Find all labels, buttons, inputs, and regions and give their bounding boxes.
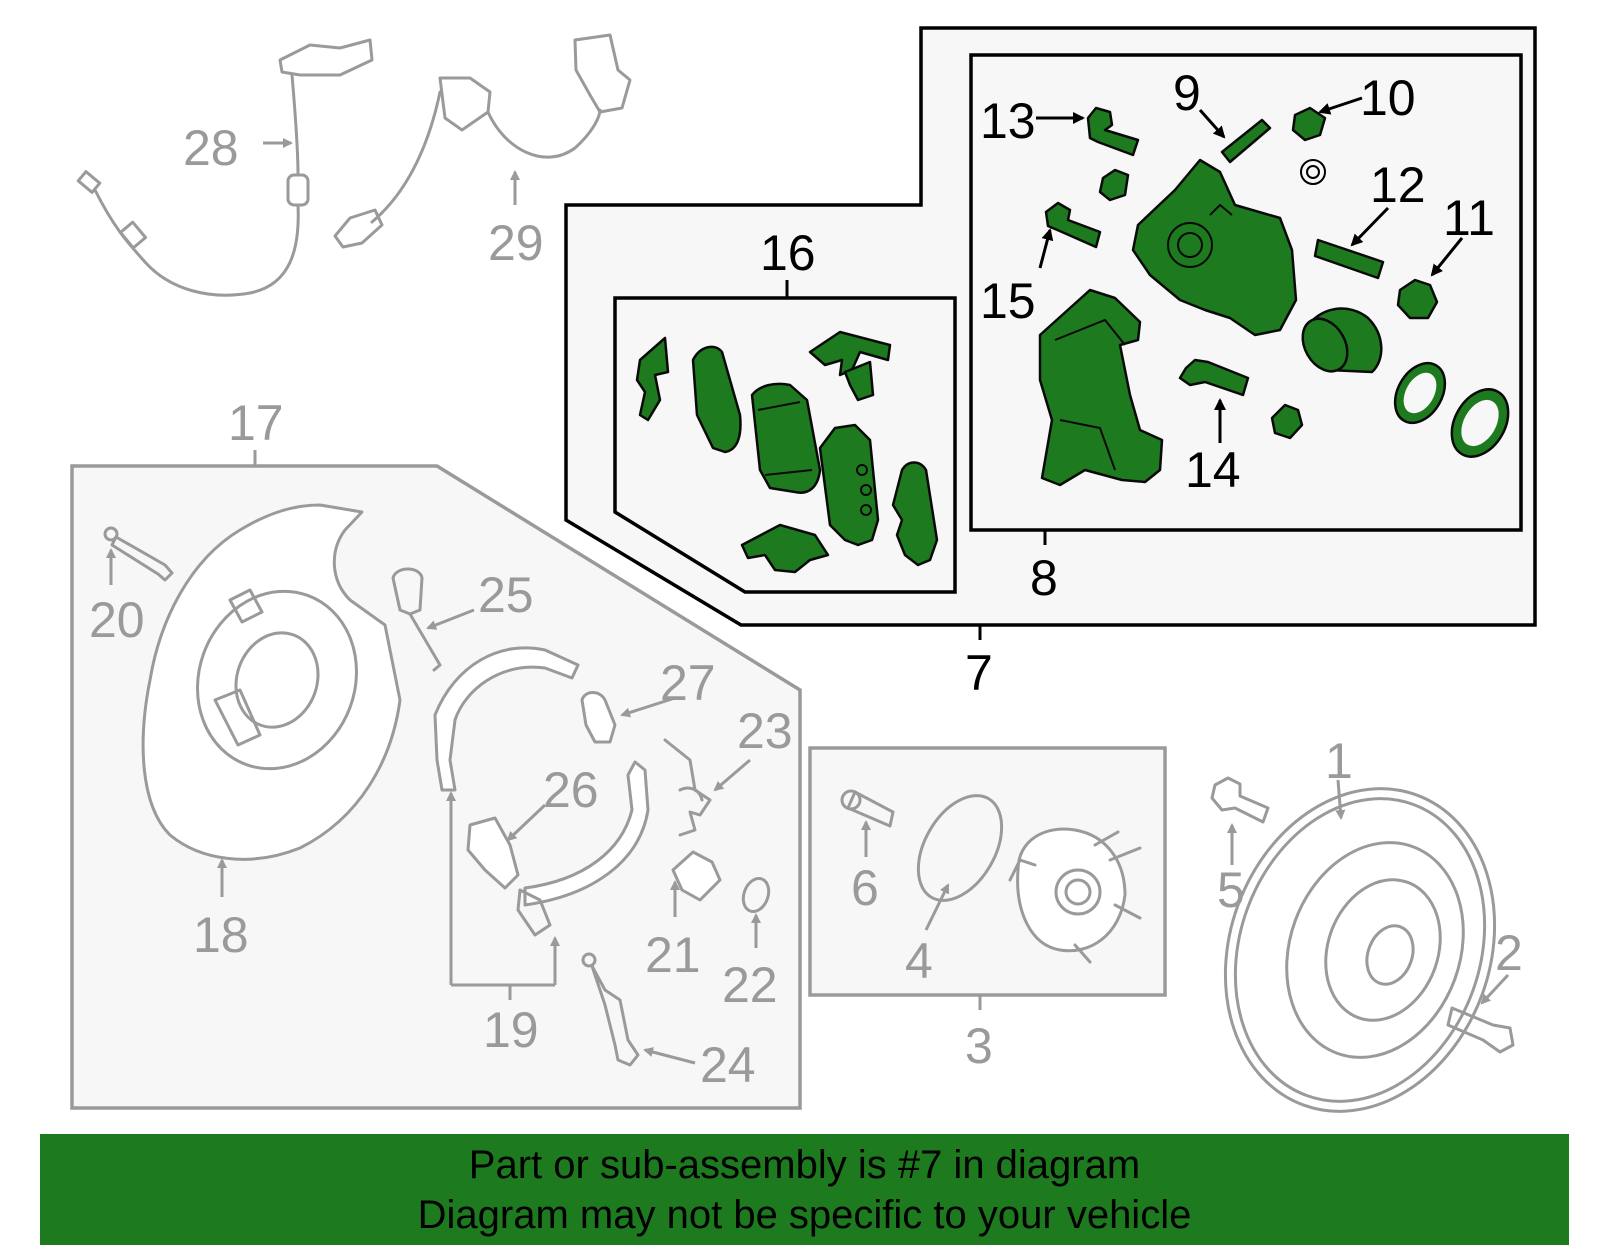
callout-13: 13 — [980, 93, 1036, 149]
screw-2[interactable] — [1446, 1006, 1515, 1054]
callout-6: 6 — [851, 860, 879, 916]
bolt-5[interactable] — [1210, 776, 1270, 824]
callout-18: 18 — [193, 907, 249, 963]
seal-4[interactable] — [901, 781, 1019, 915]
callout-17: 17 — [228, 395, 284, 451]
callout-14: 14 — [1185, 442, 1241, 498]
backing-plate-18[interactable] — [141, 503, 402, 861]
callout-2: 2 — [1495, 925, 1523, 981]
spring-21[interactable] — [671, 850, 722, 902]
stud-6[interactable] — [840, 789, 895, 828]
spring-23[interactable] — [663, 738, 712, 837]
spring-25[interactable] — [391, 567, 442, 672]
callout-3: 3 — [965, 1018, 993, 1074]
ring-22[interactable] — [739, 875, 773, 915]
callout-26: 26 — [543, 762, 599, 818]
callout-16: 16 — [760, 225, 816, 281]
plug-27[interactable] — [580, 691, 617, 744]
callout-22: 22 — [722, 957, 778, 1013]
wheel-speed-sensor-28[interactable] — [76, 38, 374, 297]
callout-29: 29 — [488, 215, 544, 271]
callout-1: 1 — [1325, 733, 1353, 789]
callout-9: 9 — [1173, 65, 1201, 121]
callout-8: 8 — [1030, 550, 1058, 606]
banner-line-2: Diagram may not be specific to your vehi… — [417, 1193, 1192, 1237]
callout-7: 7 — [965, 645, 993, 701]
callout-11: 11 — [1443, 190, 1495, 246]
callout-27: 27 — [660, 655, 716, 711]
rotor-1[interactable] — [1181, 750, 1538, 1149]
adjuster-26[interactable] — [466, 816, 520, 890]
callout-24: 24 — [700, 1037, 756, 1093]
callout-15: 15 — [980, 273, 1036, 329]
hub-bearing-3[interactable] — [1008, 827, 1142, 964]
callout-25: 25 — [478, 567, 534, 623]
callout-23: 23 — [737, 703, 793, 759]
spring-24[interactable] — [581, 952, 640, 1067]
callout-12: 12 — [1370, 157, 1426, 213]
brake-pad-set-16[interactable] — [635, 330, 939, 574]
callout-21: 21 — [645, 927, 701, 983]
info-banner: Part or sub-assembly is #7 in diagram Di… — [40, 1134, 1569, 1245]
caliper-8[interactable] — [1038, 106, 1520, 487]
callout-20: 20 — [89, 592, 145, 648]
callout-10: 10 — [1360, 70, 1416, 126]
banner-line-1: Part or sub-assembly is #7 in diagram — [468, 1143, 1141, 1187]
callout-4: 4 — [905, 933, 933, 989]
bolt-20[interactable] — [103, 526, 174, 582]
callout-28: 28 — [183, 120, 239, 176]
callout-5: 5 — [1217, 862, 1245, 918]
callout-19: 19 — [483, 1002, 539, 1058]
wheel-speed-sensor-29[interactable] — [333, 33, 632, 249]
brake-shoe-19[interactable] — [433, 646, 650, 937]
